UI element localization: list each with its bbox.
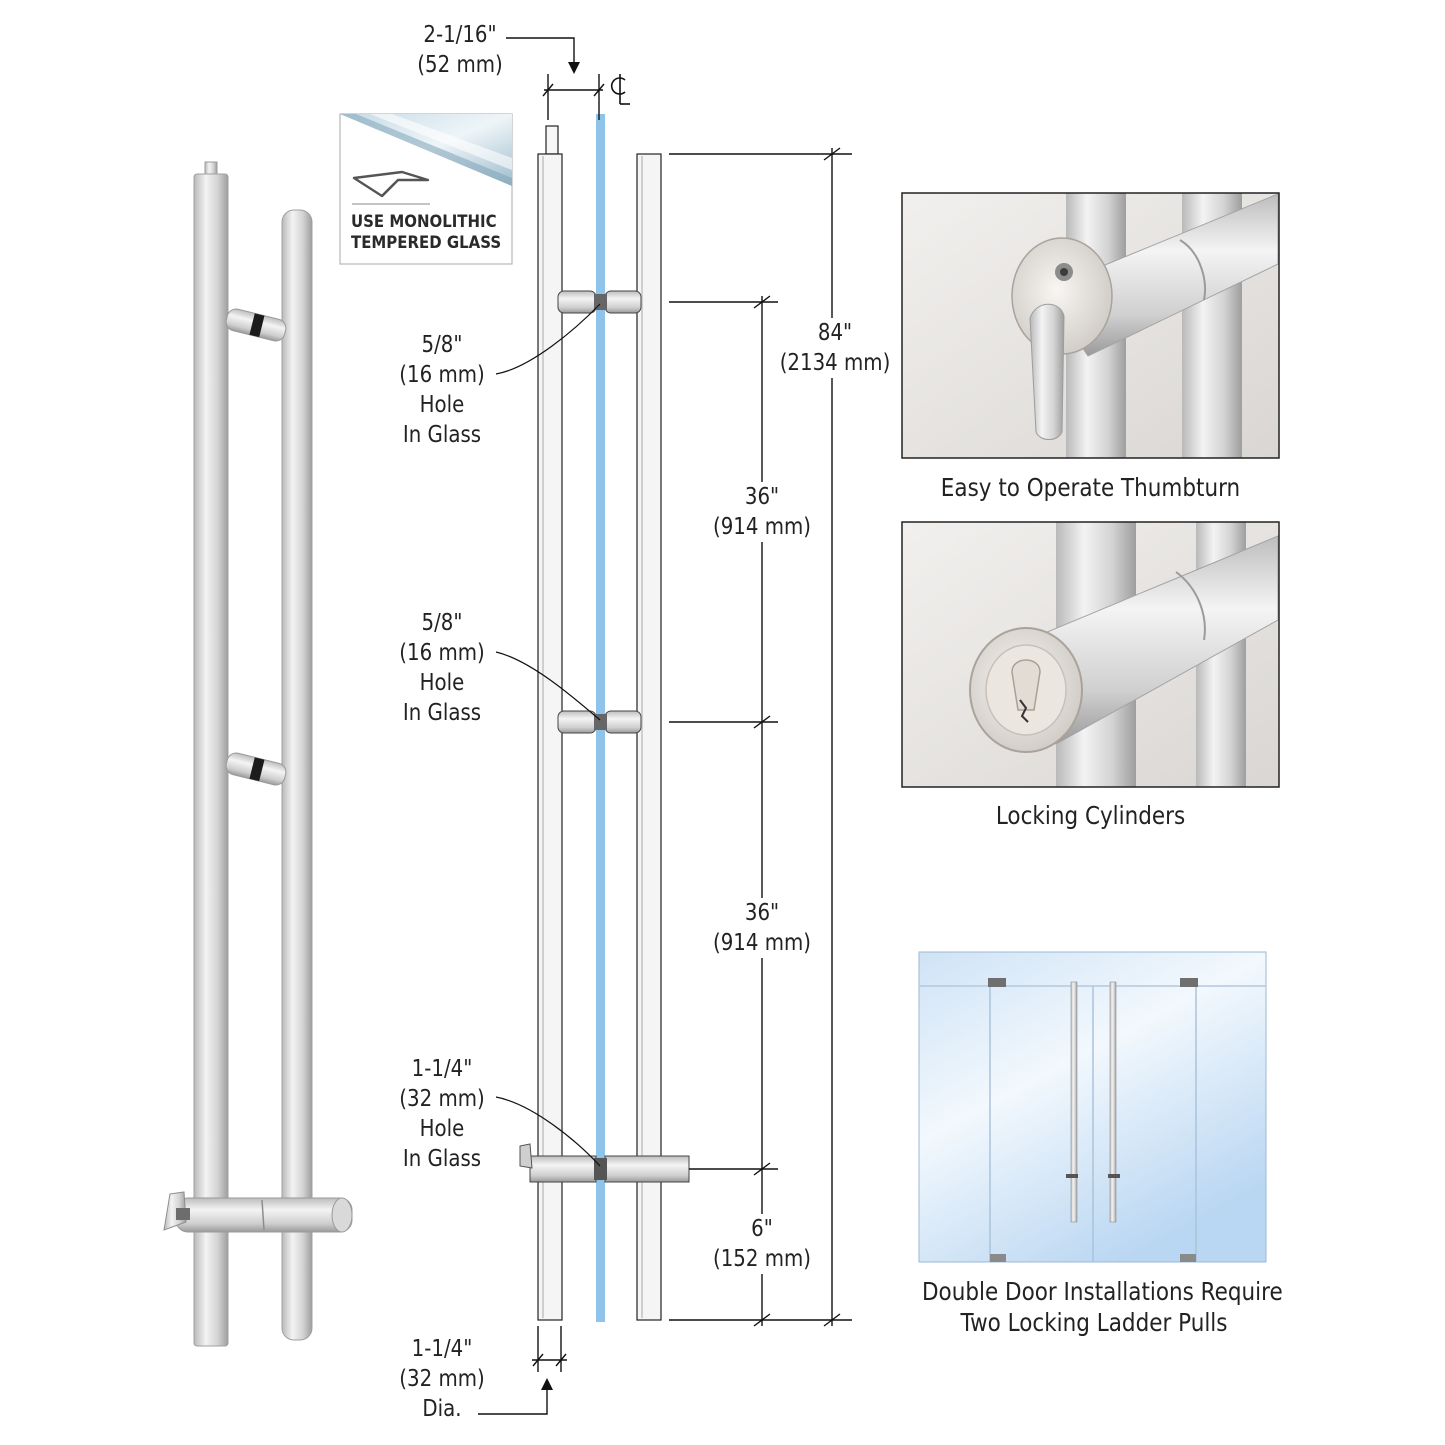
offset-dimension (506, 37, 605, 120)
glass-shard-icon (352, 170, 430, 198)
badge-line-2: TEMPERED GLASS (351, 233, 502, 253)
thumbturn-caption: Easy to Operate Thumbturn (940, 473, 1241, 502)
spacing-dimension-chain (669, 295, 778, 1327)
hole-leader-1 (495, 303, 601, 375)
diameter-label: 1-1/4" (32 mm) Dia. (399, 1336, 485, 1422)
centerline-marker (610, 74, 630, 105)
hole-label-1: 5/8" (16 mm) Hole In Glass (399, 332, 485, 448)
render-thumbturn (163, 1191, 187, 1231)
hole-label-2: 5/8" (16 mm) Hole In Glass (399, 610, 485, 726)
technical-drawing (478, 37, 852, 1415)
lower-spacing-label: 36" (914 mm) (708, 898, 816, 958)
centerline-label: CL (607, 52, 641, 53)
hole-leader-2 (495, 651, 601, 721)
double-door-caption: Double Door Installations Require Two Lo… (922, 1277, 1283, 1337)
render-left-bar (193, 173, 229, 1347)
bottom-offset-label: 6" (152 mm) (708, 1214, 816, 1274)
upper-spacing-label: 36" (914 mm) (708, 482, 816, 542)
offset-label: 2-1/16" (52 mm) (417, 22, 503, 78)
render-right-bar (281, 209, 313, 1341)
thumbturn-photo (901, 192, 1280, 459)
hole-leader-3 (495, 1096, 601, 1167)
tempered-glass-badge (339, 113, 513, 265)
double-door-illustration (918, 951, 1267, 1263)
product-render (163, 161, 353, 1347)
hole-label-3: 1-1/4" (32 mm) Hole In Glass (399, 1056, 485, 1172)
drawing-right-bar (636, 153, 662, 1321)
overall-height-label: 84" (2134 mm) (779, 318, 891, 378)
drawing-left-bar (537, 153, 563, 1321)
cylinders-caption: Locking Cylinders (995, 801, 1186, 830)
badge-line-1: USE MONOLITHIC (351, 212, 497, 232)
badge-text: USE MONOLITHIC TEMPERED GLASS (351, 212, 501, 254)
diameter-dimension (478, 1326, 567, 1415)
cylinder-photo (901, 521, 1280, 788)
